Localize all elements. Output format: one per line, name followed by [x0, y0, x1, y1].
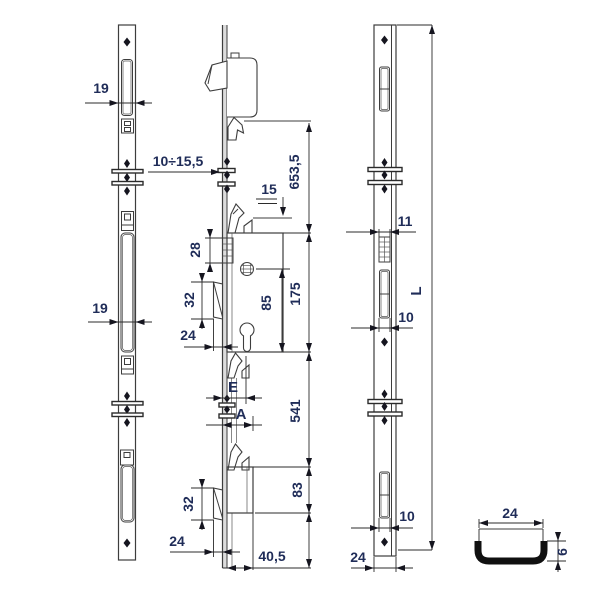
side-section-view: 10÷15,5 15 — [148, 25, 312, 571]
back-adjuster-lower — [367, 389, 403, 425]
bolt-lower-label: 32 — [180, 496, 196, 512]
dim-length: L — [397, 24, 435, 551]
throw-upper-label: 24 — [180, 327, 196, 343]
case-height-label: 175 — [287, 282, 303, 306]
hook-bolt-1 — [227, 116, 245, 141]
spindle-hole — [240, 262, 254, 276]
dim-a: A — [206, 406, 262, 431]
length-label: L — [408, 286, 425, 295]
mount-hole-top-icon — [123, 37, 131, 47]
dim-keeper-width: 11 — [346, 213, 416, 237]
dim-slot-mid: 10 — [351, 309, 414, 332]
throw-lower-label: 24 — [169, 533, 185, 549]
dim-adjust-range: 10÷15,5 — [148, 153, 220, 175]
lower-span-label: 541 — [287, 399, 303, 423]
slot-mid-label: 10 — [398, 309, 414, 325]
a-label: A — [236, 406, 247, 423]
back-hole-mid-icon — [381, 337, 388, 347]
latch-opening-4 — [120, 449, 134, 466]
dim-spindle-to-cylinder: 85 — [256, 268, 290, 352]
bottom-rail-block — [226, 466, 254, 514]
back-hole-top-icon — [381, 35, 388, 45]
back-plate-body — [373, 24, 397, 557]
plate-width-mid-label: 19 — [92, 300, 108, 316]
dim-profile-width: 24 — [478, 505, 544, 528]
entry-label: E — [228, 379, 238, 396]
dim-slot-lower: 10 — [351, 508, 415, 532]
dim-bolt-lower: 32 — [180, 479, 214, 530]
adjust-range-label: 10÷15,5 — [153, 153, 204, 169]
dim-bolt-upper: 32 — [181, 273, 214, 329]
dim-throw-lower: 24 — [169, 520, 240, 557]
bolt-upper-label: 32 — [181, 292, 197, 308]
spindle-to-cylinder-label: 85 — [258, 295, 274, 311]
dim-case-depth: 40,5 — [222, 548, 311, 571]
dim-throw-upper: 24 — [180, 319, 238, 351]
total-height-label: 653,5 — [286, 154, 302, 189]
side-adjuster-lower — [218, 394, 236, 419]
slot-lower-label: 10 — [399, 508, 415, 524]
latch-opening-2 — [121, 211, 134, 231]
dim-profile-thickness: 6 — [547, 532, 570, 572]
keeper-height-label: 28 — [187, 242, 203, 258]
dim-hook-offset: 15 — [256, 181, 286, 216]
profile-width-label: 24 — [502, 505, 518, 521]
channel-profile — [474, 541, 548, 565]
hook-bolt-3 — [227, 352, 250, 379]
mount-hole-bottom-icon — [123, 538, 131, 548]
chain-dimension: 653,5 175 541 83 — [244, 120, 312, 568]
dim-back-plate-width: 24 — [350, 549, 413, 572]
latch-opening-1 — [121, 118, 134, 134]
dim-plate-width-mid: 19 — [88, 300, 152, 325]
deadbolt-upper — [212, 281, 224, 320]
dim-plate-width-top: 19 — [85, 80, 152, 106]
bottom-block-label: 83 — [289, 482, 305, 498]
hook-bolt-2 — [227, 203, 253, 234]
front-plate-view: 19 19 — [85, 24, 152, 561]
back-adjuster-upper — [367, 158, 403, 194]
case-depth-label: 40,5 — [258, 548, 285, 564]
euro-cylinder-hole — [239, 322, 255, 353]
deadbolt-lower — [212, 487, 224, 521]
back-hole-bottom-icon — [381, 537, 388, 547]
faceplate-edge — [222, 25, 227, 568]
hook-offset-label: 15 — [261, 181, 277, 197]
flipper-latch — [204, 60, 228, 92]
dim-keeper-height: 28 — [187, 229, 222, 272]
side-adjuster-upper — [217, 157, 236, 194]
front-plate-body — [117, 24, 137, 561]
back-plate-width-label: 24 — [350, 549, 366, 565]
back-keeper-block — [378, 236, 391, 263]
keeper-width-label: 11 — [398, 213, 413, 229]
latch-opening-3 — [121, 355, 134, 375]
keeper-block — [222, 237, 234, 264]
plate-width-top-label: 19 — [93, 80, 109, 96]
lock-case — [226, 232, 284, 353]
top-latch-housing — [204, 52, 258, 118]
adjuster-upper — [111, 159, 144, 196]
hook-bolt-4 — [227, 443, 250, 471]
profile-thickness-label: 6 — [554, 548, 570, 556]
dim-entry: E — [206, 356, 262, 404]
channel-profile-view: 24 6 — [474, 505, 570, 572]
adjuster-lower — [111, 391, 144, 427]
back-plate-view: 11 10 — [346, 24, 435, 572]
